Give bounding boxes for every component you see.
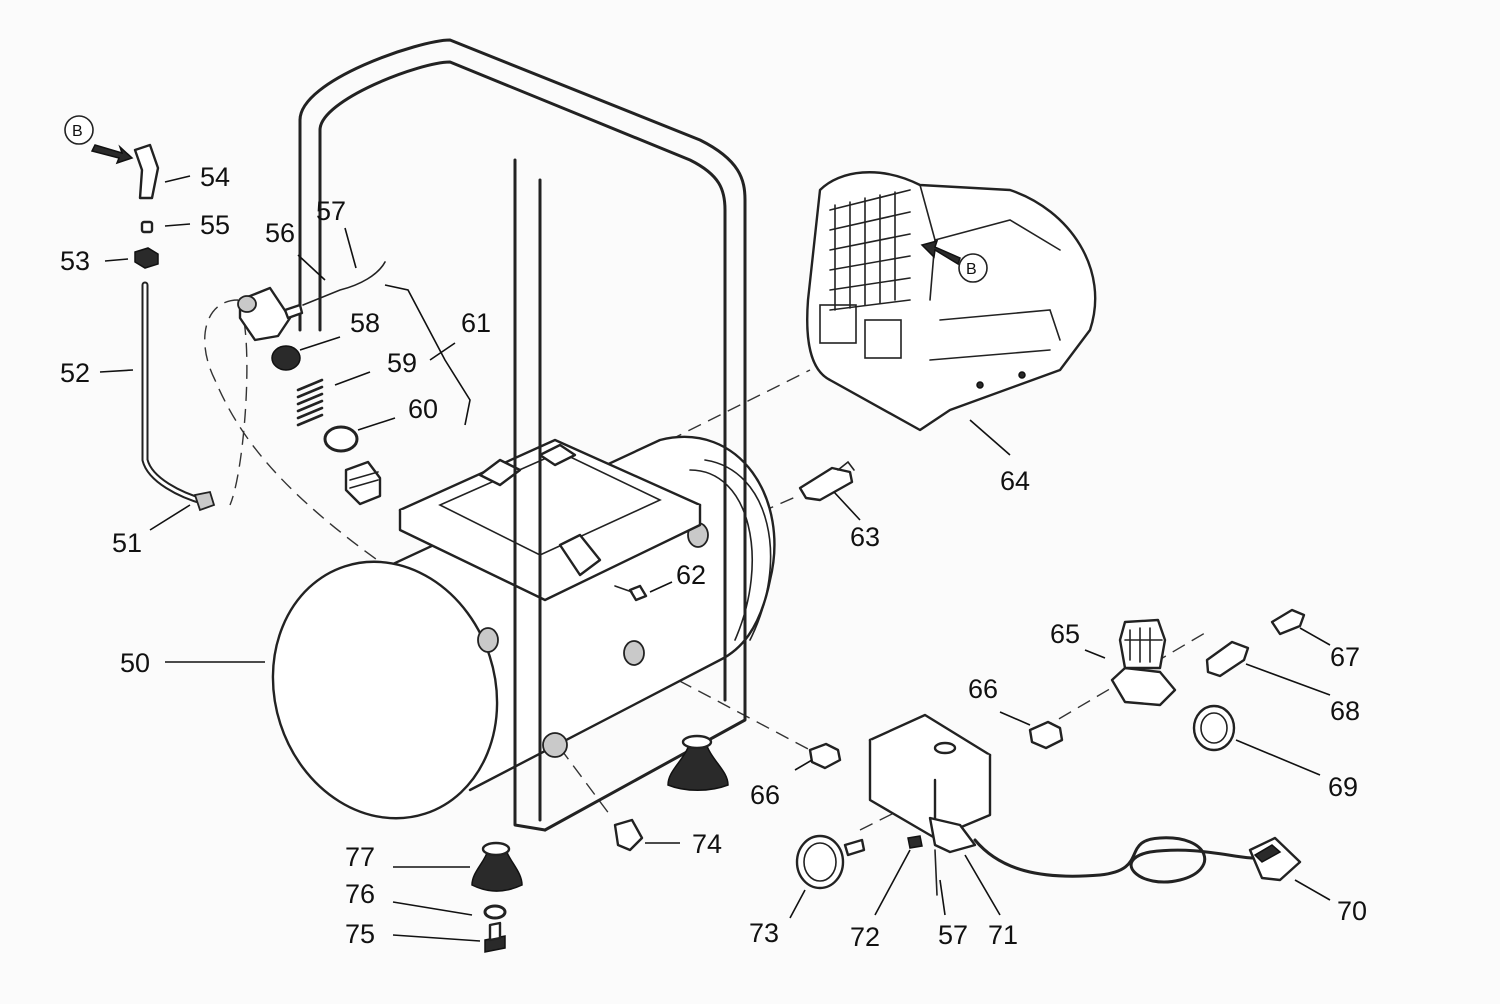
label-61: 61 xyxy=(461,308,491,338)
group-bracket-61 xyxy=(384,284,471,426)
insert-arrow-icon xyxy=(90,144,134,165)
label-60: 60 xyxy=(408,394,438,424)
gauge-73 xyxy=(795,834,866,890)
ref-marker-b-left-text: B xyxy=(72,123,83,140)
drain-pin-57 xyxy=(302,261,386,306)
plug-fitting-67 xyxy=(1270,608,1306,636)
label-70: 70 xyxy=(1337,896,1367,926)
label-57-bottom: 57 xyxy=(938,920,968,950)
label-65: 65 xyxy=(1050,619,1080,649)
rubber-foot-77 xyxy=(471,841,523,892)
label-71: 71 xyxy=(988,920,1018,950)
frame-handle xyxy=(298,38,747,832)
label-66-lower: 66 xyxy=(750,780,780,810)
elbow-fitting-54 xyxy=(133,143,160,200)
washer-76 xyxy=(483,904,507,920)
label-66-upper: 66 xyxy=(968,674,998,704)
part-labels: 50 51 52 53 54 55 56 57 58 59 60 61 62 6… xyxy=(60,162,1367,952)
label-74: 74 xyxy=(692,829,722,859)
leader-lines xyxy=(99,175,1331,942)
insert-arrow-icon-right xyxy=(920,239,961,266)
nipple-74 xyxy=(613,818,644,852)
nut-53 xyxy=(134,247,159,269)
power-plug-70 xyxy=(1248,836,1302,882)
label-63: 63 xyxy=(850,522,880,552)
nipple-66-lower xyxy=(808,742,842,770)
regulator-65 xyxy=(1110,618,1177,707)
tube-52 xyxy=(141,281,209,506)
rubber-foot-upper xyxy=(667,734,729,791)
ferrule-55 xyxy=(140,220,154,234)
fitting-72 xyxy=(907,835,923,849)
bolt-75 xyxy=(484,921,506,953)
label-64: 64 xyxy=(1000,466,1030,496)
valve-disc-58 xyxy=(271,345,301,371)
label-51: 51 xyxy=(112,528,142,558)
valve-spring-59 xyxy=(296,378,324,427)
label-50: 50 xyxy=(120,648,150,678)
ref-marker-b-left: B xyxy=(64,115,94,145)
seal-ring-60 xyxy=(323,425,359,453)
label-77: 77 xyxy=(345,842,375,872)
pressure-switch-71 xyxy=(868,713,992,854)
fitting-51 xyxy=(193,490,216,512)
label-73: 73 xyxy=(749,918,779,948)
label-68: 68 xyxy=(1330,696,1360,726)
label-67: 67 xyxy=(1330,642,1360,672)
label-52: 52 xyxy=(60,358,90,388)
ref-marker-b-right: B xyxy=(958,253,988,283)
ref-marker-b-right-text: B xyxy=(966,261,977,278)
fitting-62 xyxy=(614,584,648,602)
check-valve-body-56 xyxy=(237,286,304,342)
label-59: 59 xyxy=(387,348,417,378)
gauge-69 xyxy=(1192,704,1236,752)
coupler-68 xyxy=(1205,640,1250,678)
label-57-top: 57 xyxy=(316,196,346,226)
label-55: 55 xyxy=(200,210,230,240)
connector-63 xyxy=(798,460,855,502)
nipple-66-upper xyxy=(1028,720,1064,750)
shroud-cover xyxy=(806,171,1097,432)
mounting-plate xyxy=(398,438,702,602)
label-58: 58 xyxy=(350,308,380,338)
power-cord xyxy=(973,836,1262,884)
valve-plug-61 xyxy=(344,460,382,506)
label-53: 53 xyxy=(60,246,90,276)
label-69: 69 xyxy=(1328,772,1358,802)
label-56: 56 xyxy=(265,218,295,248)
label-75: 75 xyxy=(345,919,375,949)
drain-pin-57-lower xyxy=(934,849,938,896)
cover-grille xyxy=(819,189,911,359)
label-72: 72 xyxy=(850,922,880,952)
label-54: 54 xyxy=(200,162,230,192)
label-76: 76 xyxy=(345,879,375,909)
label-62: 62 xyxy=(676,560,706,590)
